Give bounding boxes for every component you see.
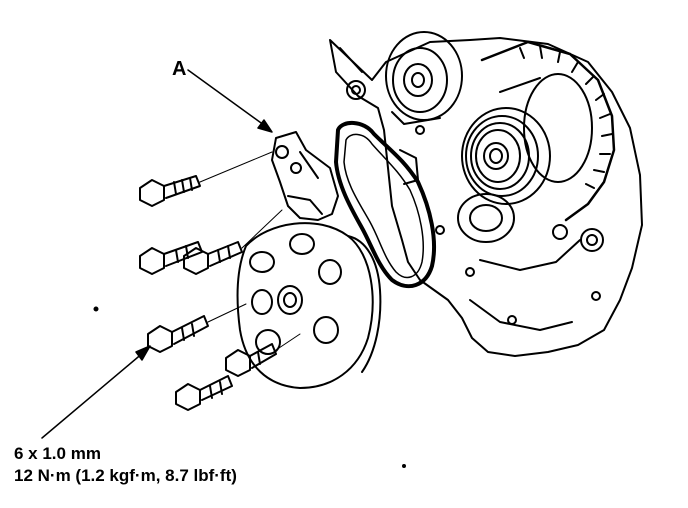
bolt-bottom <box>175 375 233 411</box>
bolt-lower-left <box>147 315 209 353</box>
block-bolt-right <box>552 224 604 252</box>
part-label-a: A <box>172 58 187 80</box>
torque-spec-label: 12 N·m (1.2 kgf·m, 8.7 lbf·ft) <box>14 466 237 485</box>
bolt-upper <box>139 175 201 207</box>
bolt-lower-middle <box>225 343 277 377</box>
alternator <box>480 40 616 222</box>
pump-opening <box>457 193 515 243</box>
callout-arrow-bolt <box>41 345 151 439</box>
engine-block <box>329 37 643 357</box>
bolt-middle-right <box>183 241 243 275</box>
stray-dot <box>402 464 406 468</box>
block-bolt-head <box>346 80 366 100</box>
stray-dot <box>93 306 99 312</box>
bolt-middle-left <box>139 241 203 275</box>
pump-pulley <box>236 222 382 389</box>
callout-arrow-a <box>187 69 273 133</box>
drive-pulley <box>461 107 551 205</box>
water-pump-housing <box>271 131 339 221</box>
bolt-size-label: 6 x 1.0 mm <box>14 444 101 463</box>
idler-pulley <box>385 31 463 125</box>
gasket <box>334 121 436 289</box>
alignment-lines <box>199 151 301 351</box>
